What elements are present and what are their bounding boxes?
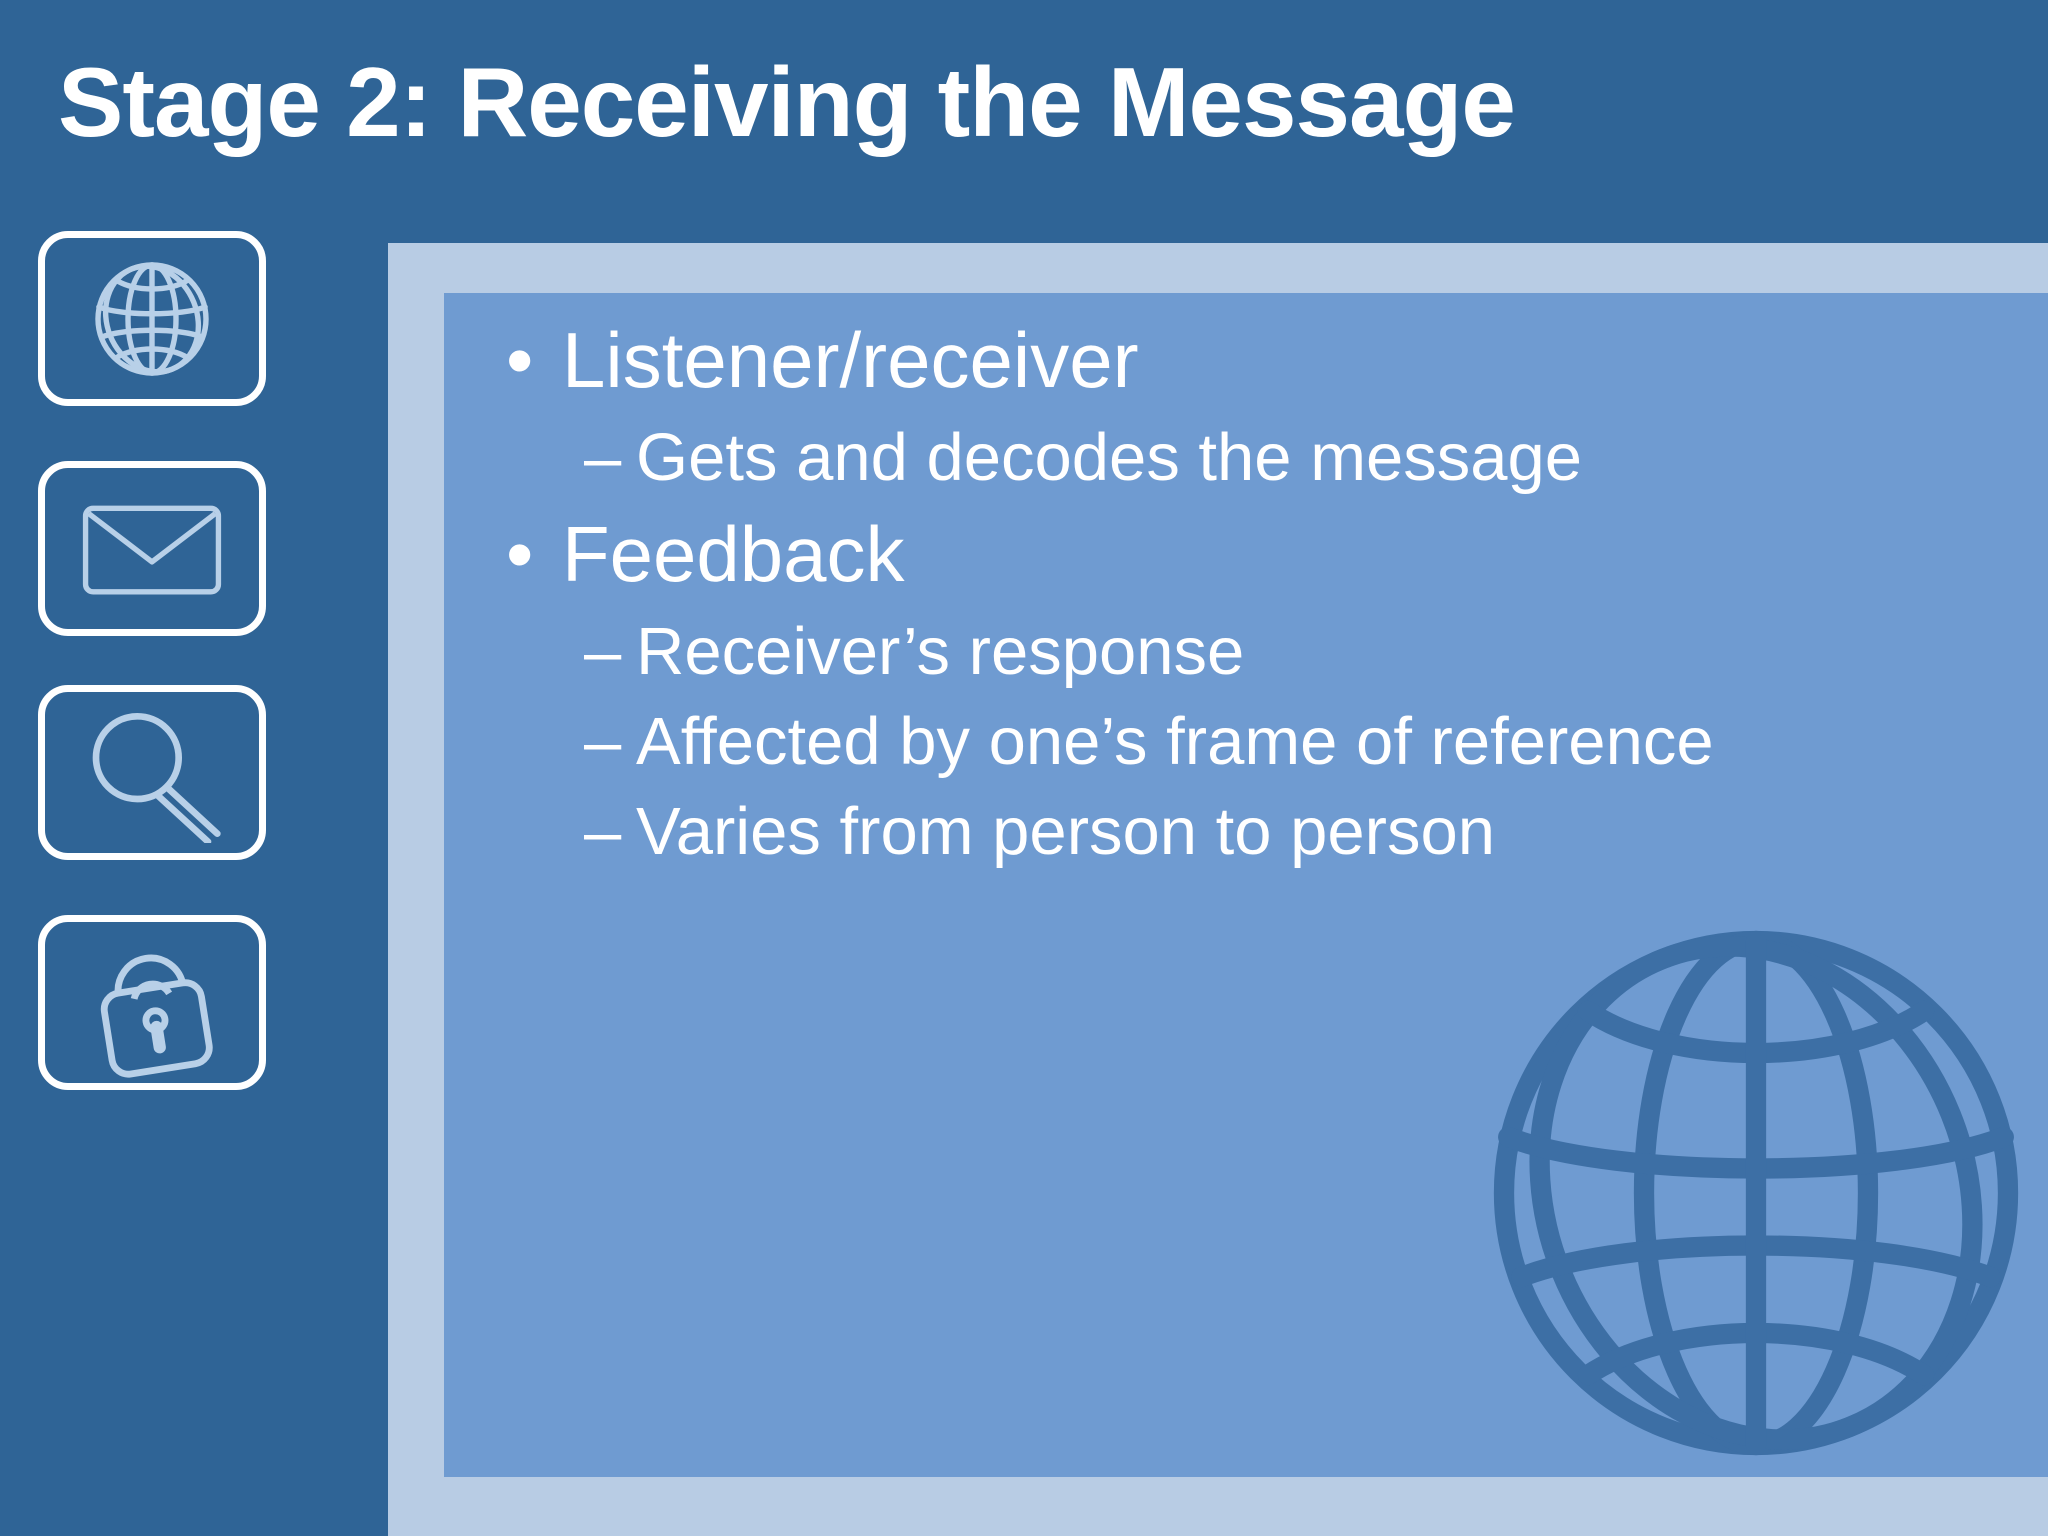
bullet-text: Receiver’s response [636,614,1245,690]
icon-tile-magnifier [38,685,266,860]
slide-title: Stage 2: Receiving the Message [58,47,1516,157]
bullet-marker: – [584,420,622,496]
bullet-item: – Varies from person to person [444,789,2008,875]
bullet-text: Feedback [562,510,905,599]
bullet-text: Varies from person to person [636,793,1495,869]
bullet-item: – Gets and decodes the message [444,415,2008,501]
bullet-item: – Affected by one’s frame of reference [444,699,2008,785]
bullet-text: Gets and decodes the message [636,420,1583,496]
bullet-marker: – [584,614,622,690]
bullet-marker: – [584,793,622,869]
bullet-marker: • [506,316,534,404]
globe-watermark-icon [1406,843,2048,1477]
bullet-item: – Receiver’s response [444,609,2008,695]
bullet-text: Listener/receiver [562,316,1139,404]
content-frame: • Listener/receiver – Gets and decodes t… [388,243,2048,1536]
bullet-item: • Feedback [444,505,2008,603]
icon-tile-envelope [38,461,266,636]
content-panel: • Listener/receiver – Gets and decodes t… [444,293,2048,1477]
bullet-list: • Listener/receiver – Gets and decodes t… [444,293,2048,879]
icon-tile-padlock [38,915,266,1090]
bullet-marker: • [506,510,534,599]
bullet-text: Affected by one’s frame of reference [636,704,1714,780]
icon-rail [0,218,388,1536]
icon-tile-globe [38,231,266,406]
bullet-marker: – [584,704,622,780]
bullet-item: • Listener/receiver [444,311,2008,409]
